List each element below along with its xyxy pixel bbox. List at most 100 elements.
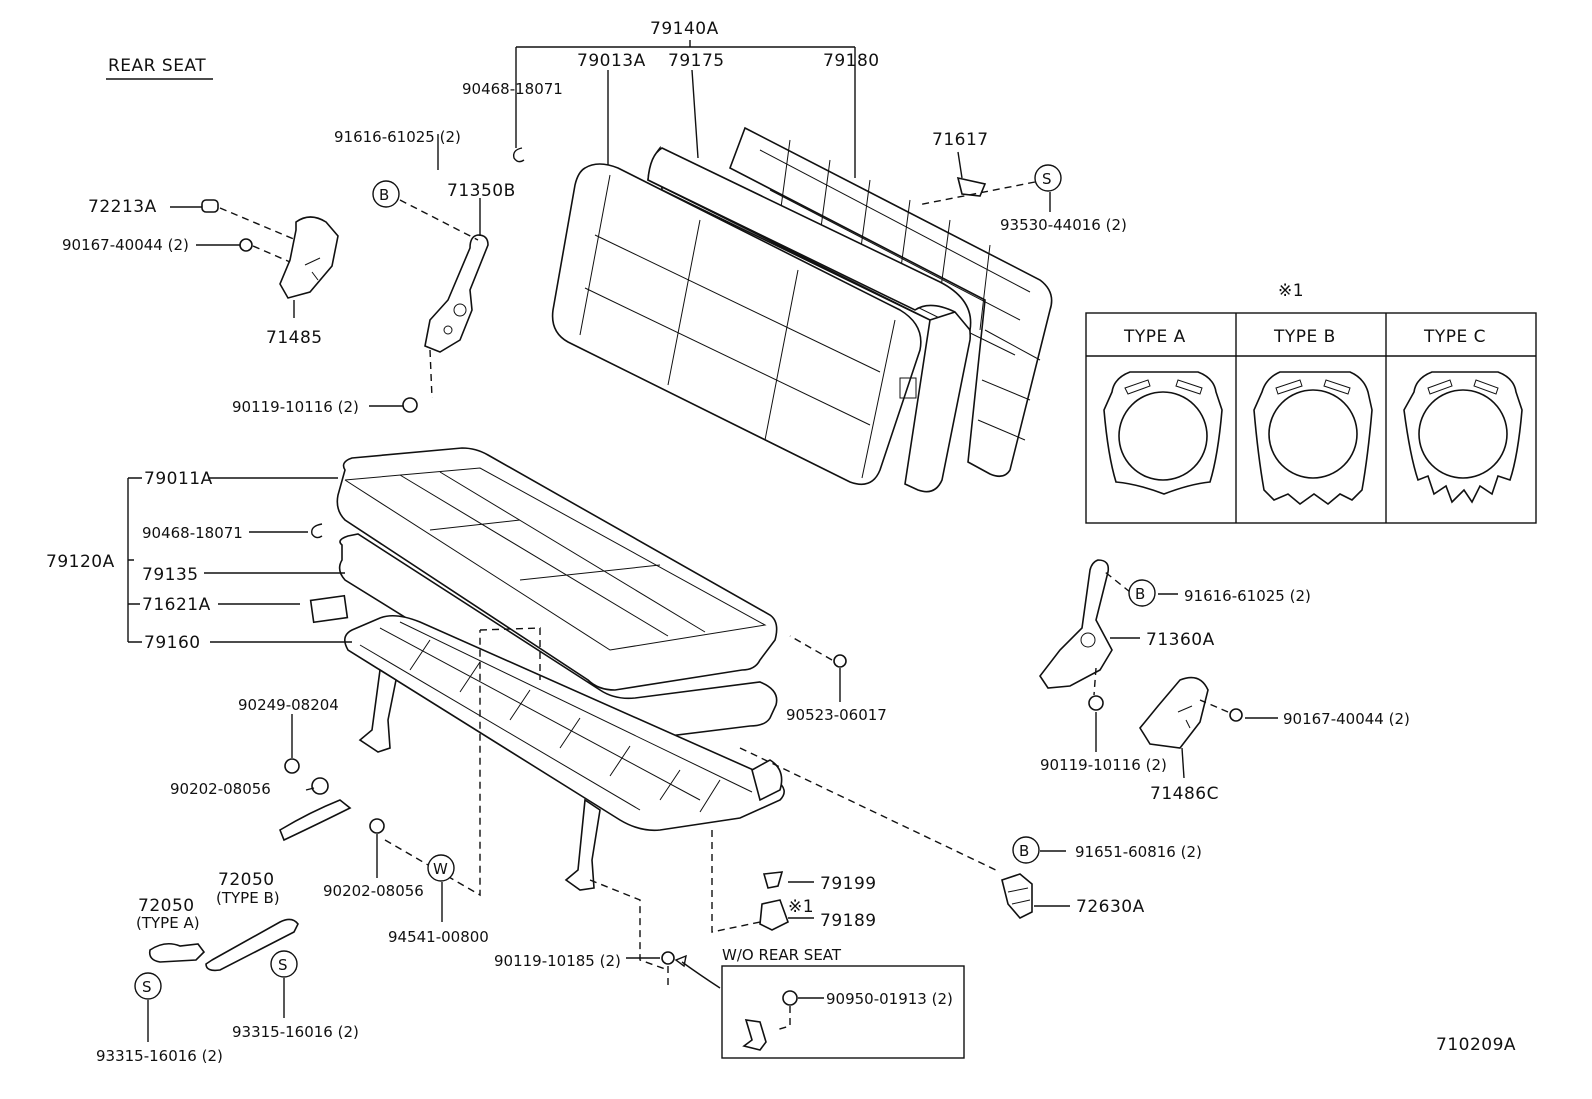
label-72050-a: 72050 (138, 896, 195, 916)
cover-71485 (279, 216, 339, 299)
label-71486C: 71486C (1150, 784, 1219, 804)
label-71350B: 71350B (447, 181, 516, 201)
bolt-90119-10185 (661, 951, 675, 965)
label-72050-b-type: (TYPE B) (216, 889, 280, 907)
label-90167-right: 90167-40044 (2) (1283, 710, 1410, 728)
type-b-ring (1253, 371, 1373, 506)
label-72213A: 72213A (88, 197, 157, 217)
nut-90523 (833, 654, 847, 668)
label-79180: 79180 (823, 51, 880, 71)
label-79120A: 79120A (46, 552, 115, 572)
label-90119-10116-right: 90119-10116 (2) (1040, 756, 1167, 774)
label-asterisk-79189: ※1 (788, 897, 814, 917)
label-71360A: 71360A (1146, 630, 1215, 650)
label-90523: 90523-06017 (786, 706, 887, 724)
svg-text:W: W (433, 860, 448, 878)
label-90468-mid: 90468-18071 (142, 524, 243, 542)
label-91616-left: 91616-61025 (2) (334, 128, 461, 146)
bolt-90119-10116-right (1088, 695, 1104, 711)
bolt-90249 (284, 758, 300, 774)
label-90202-b: 90202-08056 (323, 882, 424, 900)
hinge-71360A (1039, 559, 1113, 689)
marker-b-left: B (372, 180, 400, 208)
label-93530: 93530-44016 (2) (1000, 216, 1127, 234)
type-a-header: TYPE A (1123, 327, 1186, 347)
leader-lines (127, 40, 1278, 1042)
svg-text:S: S (278, 956, 288, 974)
type-table: ※1 TYPE A TYPE B TYPE C (1085, 281, 1537, 524)
wo-rear-seat-inset: W/O REAR SEAT 90950-01913 (2) (721, 946, 965, 1059)
marker-s-lower-left: S (134, 972, 162, 1000)
seat-back-pad-79175 (647, 145, 972, 493)
illustration-number: 710209A (1436, 1035, 1516, 1055)
hook-71617 (956, 176, 987, 197)
seat-back-cover-79013A (551, 163, 922, 486)
marker-s-right: S (1034, 164, 1062, 192)
cable-bracket (279, 799, 352, 842)
dashed-guides (219, 181, 1229, 990)
cover-71486C (1139, 676, 1209, 749)
washer-90202-b (369, 818, 385, 834)
seat-back-frame-79180 (729, 126, 1053, 478)
label-90119-10185: 90119-10185 (2) (494, 952, 621, 970)
label-94541: 94541-00800 (388, 928, 489, 946)
label-79160: 79160 (144, 633, 201, 653)
label-79135: 79135 (142, 565, 199, 585)
marker-s-lower-right: S (270, 950, 298, 978)
clip-90468-mid (311, 523, 323, 539)
label-79189: 79189 (820, 911, 877, 931)
label-71617: 71617 (932, 130, 989, 150)
cover-79189 (759, 899, 789, 931)
label-72630A: 72630A (1076, 897, 1145, 917)
label-90119-10116-left: 90119-10116 (2) (232, 398, 359, 416)
cap-90950 (782, 990, 798, 1006)
part-labels: 79140A 79013A 79175 79180 90468-18071 91… (46, 19, 1410, 1065)
marker-w: W (427, 854, 455, 882)
label-91616-right: 91616-61025 (2) (1184, 587, 1311, 605)
label-71621A-tag (309, 594, 349, 624)
seat-cushion-cover-79011A (336, 447, 778, 691)
washer-90202-a (311, 777, 329, 795)
svg-text:S: S (1042, 170, 1052, 188)
svg-text:B: B (1135, 585, 1145, 603)
marker-b-lower: B (1012, 836, 1040, 864)
type-a-ring (1103, 371, 1223, 495)
label-72050-b: 72050 (218, 870, 275, 890)
clip-90468-top (512, 147, 525, 163)
label-90202-a: 90202-08056 (170, 780, 271, 798)
label-79175: 79175 (668, 51, 725, 71)
label-90167-left: 90167-40044 (2) (62, 236, 189, 254)
svg-text:S: S (142, 978, 152, 996)
type-c-ring (1403, 371, 1523, 504)
label-79011A: 79011A (144, 469, 213, 489)
seat-cushion-frame-79160 (344, 614, 785, 891)
marker-b-right: B (1128, 579, 1156, 607)
type-c-header: TYPE C (1423, 327, 1486, 347)
label-72050-a-type: (TYPE A) (136, 914, 200, 932)
strap-72050-type-a (148, 942, 206, 963)
label-90249: 90249-08204 (238, 696, 339, 714)
label-79140A: 79140A (650, 19, 719, 39)
strap-72050-type-b (205, 918, 299, 972)
label-93315-left: 93315-16016 (2) (96, 1047, 223, 1065)
bolt-90167-right (1229, 708, 1243, 722)
pin-72213A (201, 199, 219, 213)
svg-text:B: B (1019, 842, 1029, 860)
type-table-note: ※1 (1278, 281, 1304, 301)
bolt-90167-left (239, 238, 253, 252)
cap-79199 (762, 871, 784, 889)
wo-rear-seat-label: W/O REAR SEAT (722, 946, 842, 964)
label-93315-right: 93315-16016 (2) (232, 1023, 359, 1041)
lock-72630A (1001, 873, 1033, 919)
label-90950: 90950-01913 (2) (826, 990, 953, 1008)
svg-text:B: B (379, 186, 389, 204)
label-90468-top: 90468-18071 (462, 80, 563, 98)
hinge-71350B (424, 234, 489, 353)
label-79013A: 79013A (577, 51, 646, 71)
label-79199: 79199 (820, 874, 877, 894)
diagram-title: REAR SEAT (108, 56, 206, 76)
label-91651: 91651-60816 (2) (1075, 843, 1202, 861)
type-b-header: TYPE B (1273, 327, 1336, 347)
bolt-90119-10116-left (402, 397, 418, 413)
